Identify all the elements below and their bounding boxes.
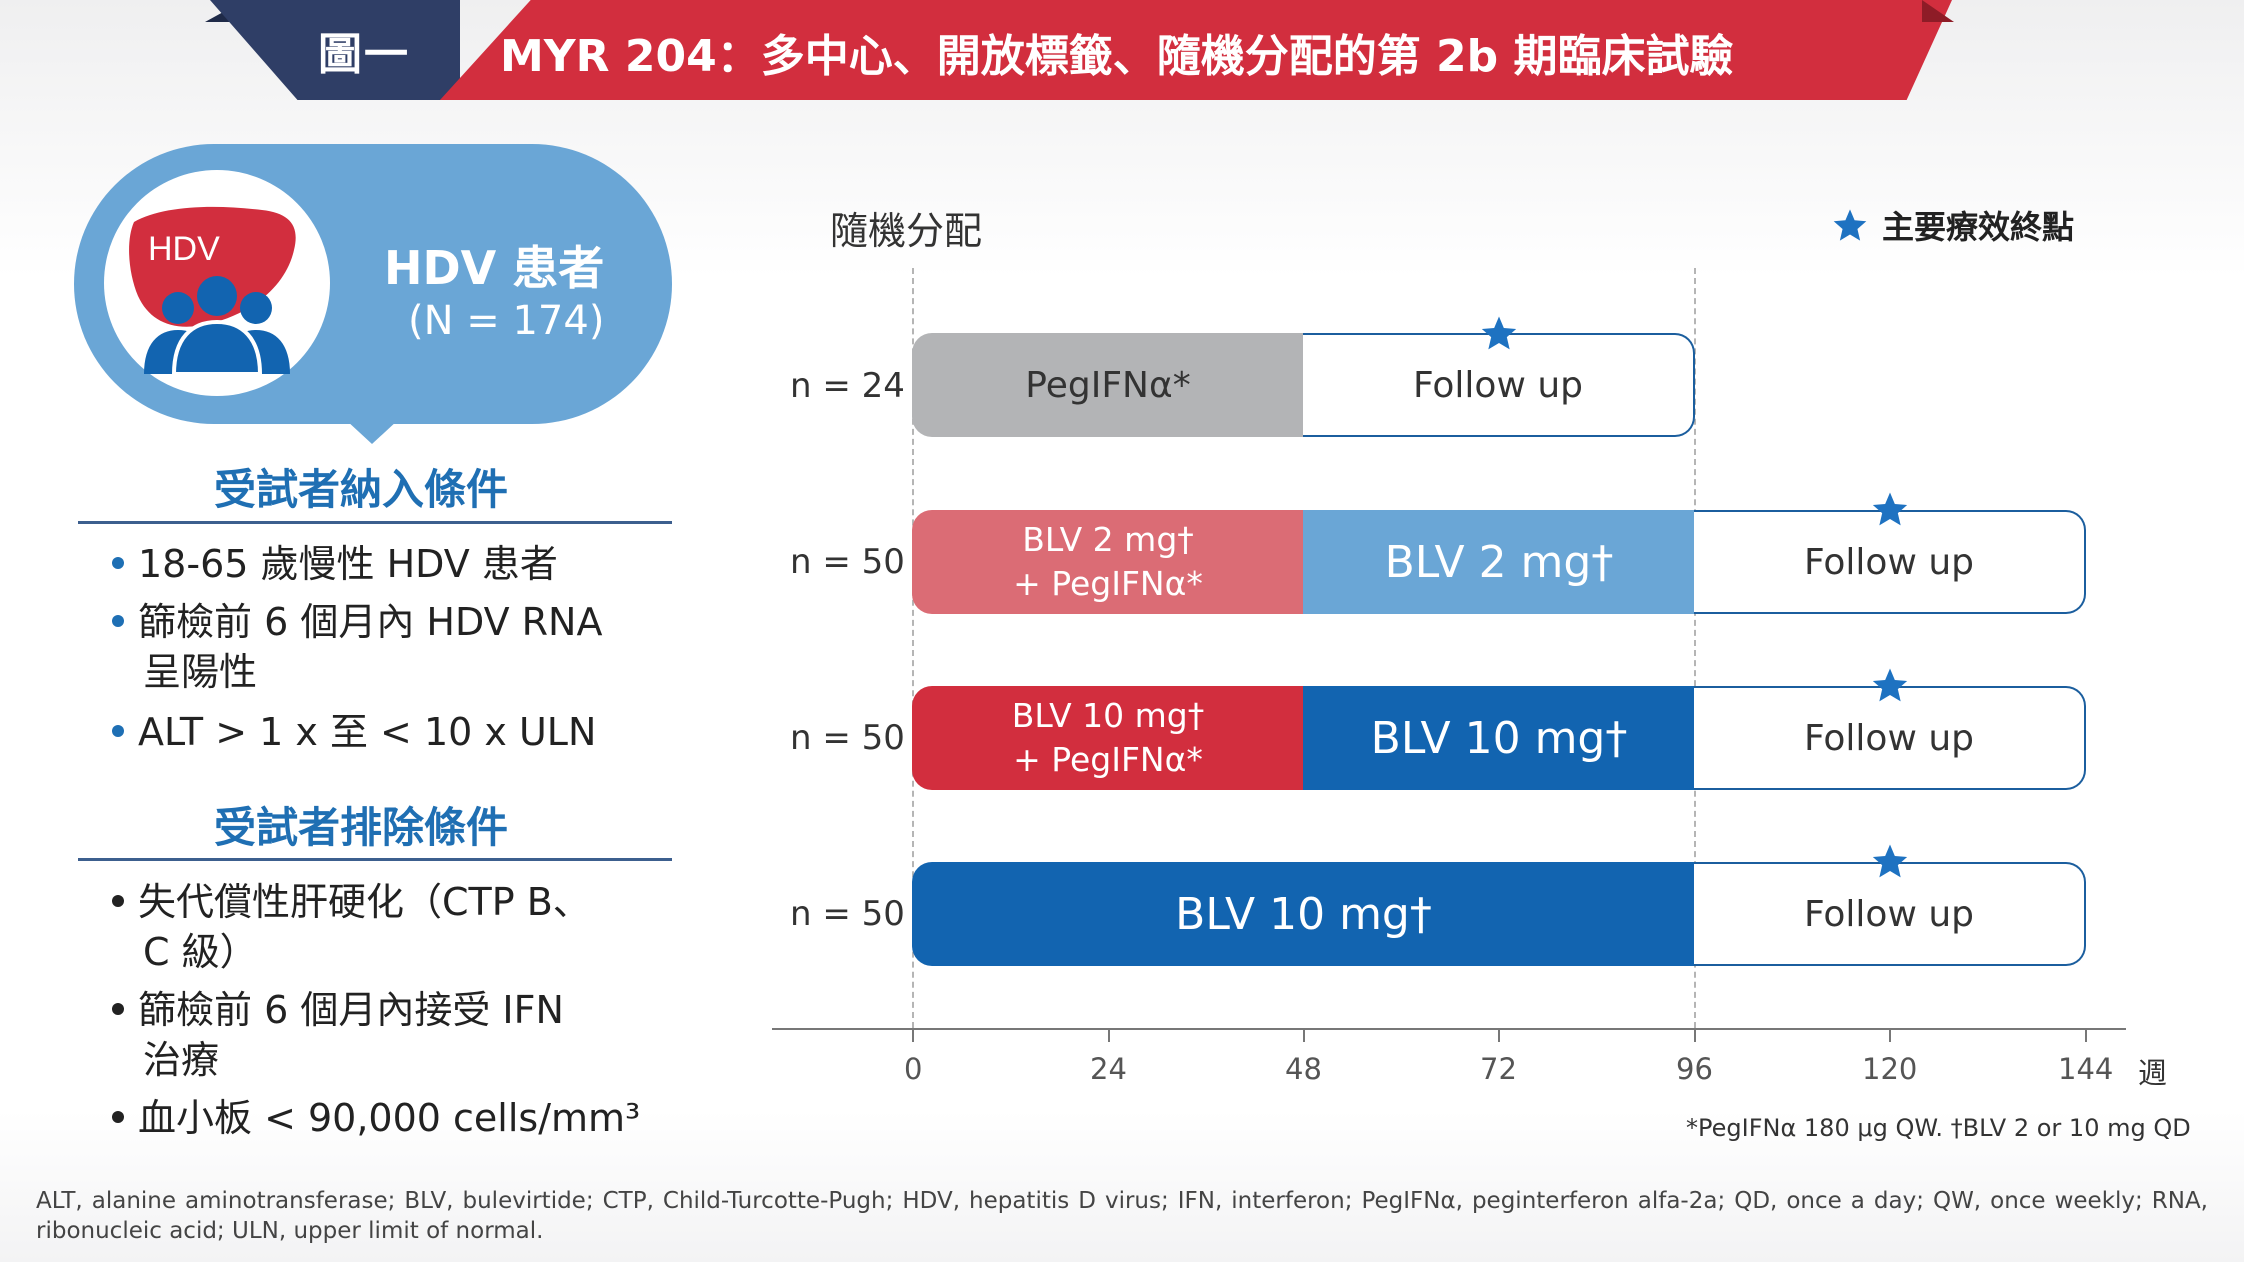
- x-tick: [1498, 1028, 1500, 1042]
- endpoint-star-icon: [1872, 492, 1908, 526]
- list-item: 失代償性肝硬化（CTP B、: [112, 878, 591, 927]
- arm-4-followup-segment: Follow up: [1694, 862, 2086, 966]
- arm-4-blv-segment: BLV 10 mg†: [912, 862, 1695, 966]
- list-item: 篩檢前 6 個月內 HDV RNA: [112, 598, 602, 647]
- x-axis-unit: 週: [2138, 1056, 2168, 1090]
- arm-1-n: n = 24: [790, 366, 905, 406]
- list-item: 血小板 < 90,000 cells/mm³: [112, 1094, 640, 1143]
- x-tick-label: 0: [904, 1052, 923, 1086]
- x-tick: [1108, 1028, 1110, 1042]
- arm-3-combo-line1: BLV 10 mg†: [1011, 696, 1205, 735]
- star-icon: [1833, 209, 1867, 241]
- x-tick: [2085, 1028, 2087, 1042]
- exclusion-list: 失代償性肝硬化（CTP B、 C 級） 篩檢前 6 個月內接受 IFN 治療 血…: [112, 878, 692, 1148]
- arm-3-n: n = 50: [790, 718, 905, 758]
- legend: 主要療效終點: [1830, 202, 2074, 248]
- arm-1-followup-segment: Follow up: [1303, 333, 1695, 437]
- inclusion-list: 18-65 歲慢性 HDV 患者 篩檢前 6 個月內 HDV RNA 呈陽性 A…: [112, 540, 692, 760]
- x-tick-label: 48: [1285, 1052, 1322, 1086]
- figure-label: 圖一: [318, 29, 410, 80]
- arm-4-n: n = 50: [790, 894, 905, 934]
- arm-1-pegifn-segment: PegIFNα*: [912, 333, 1304, 437]
- arm-3-blv-segment: BLV 10 mg†: [1303, 686, 1695, 790]
- list-item: 18-65 歲慢性 HDV 患者: [112, 540, 558, 589]
- x-tick-label: 24: [1090, 1052, 1127, 1086]
- x-tick-label: 96: [1676, 1052, 1713, 1086]
- bubble-tail: [346, 420, 398, 444]
- banner-title-bar: [440, 0, 1952, 100]
- list-item-continuation: C 級）: [143, 930, 258, 974]
- x-tick-label: 120: [1862, 1052, 1918, 1086]
- guide-line-week-0: [912, 268, 914, 1028]
- x-tick-label: 144: [2058, 1052, 2114, 1086]
- endpoint-star-icon: [1481, 316, 1517, 350]
- endpoint-star-icon: [1872, 668, 1908, 702]
- inclusion-divider: [78, 521, 672, 524]
- list-item: ALT > 1 x 至 < 10 x ULN: [112, 708, 596, 757]
- x-tick: [1694, 1028, 1696, 1042]
- arm-3-followup-segment: Follow up: [1694, 686, 2086, 790]
- list-item-continuation: 呈陽性: [143, 650, 258, 694]
- x-tick: [1303, 1028, 1305, 1042]
- exclusion-title: 受試者排除條件: [214, 803, 509, 852]
- page-title: MYR 204：多中心、開放標籤、隨機分配的第 2b 期臨床試驗: [500, 31, 1734, 82]
- x-tick-label: 72: [1480, 1052, 1517, 1086]
- patient-count: (N = 174): [408, 298, 605, 344]
- guide-line-week-96: [1694, 268, 1696, 1028]
- randomization-label: 隨機分配: [830, 209, 983, 253]
- endpoint-star-icon: [1872, 844, 1908, 878]
- exclusion-divider: [78, 858, 672, 861]
- x-tick: [912, 1028, 914, 1042]
- liver-patients-icon: HDV: [129, 206, 296, 376]
- x-tick: [1889, 1028, 1891, 1042]
- hdv-icon-label: HDV: [148, 230, 220, 268]
- arm-2-combo-line1: BLV 2 mg†: [1022, 520, 1194, 559]
- x-axis: [772, 1028, 2126, 1030]
- abbreviations-footnote: ALT, alanine aminotransferase; BLV, bule…: [36, 1188, 2208, 1244]
- inclusion-title: 受試者納入條件: [214, 465, 509, 514]
- arm-2-combo-segment: BLV 2 mg† + PegIFNα*: [912, 510, 1304, 614]
- dosage-footnote: *PegIFNα 180 μg QW. †BLV 2 or 10 mg QD: [1686, 1114, 2191, 1142]
- legend-label: 主要療效終點: [1882, 208, 2075, 246]
- arm-2-combo-line2: + PegIFNα*: [1013, 564, 1203, 603]
- patient-title: HDV 患者: [384, 241, 605, 295]
- arm-2-blv-segment: BLV 2 mg†: [1303, 510, 1695, 614]
- arm-3-combo-segment: BLV 10 mg† + PegIFNα*: [912, 686, 1304, 790]
- arm-2-n: n = 50: [790, 542, 905, 582]
- list-item: 篩檢前 6 個月內接受 IFN: [112, 986, 564, 1035]
- list-item-continuation: 治療: [143, 1038, 220, 1082]
- arm-3-combo-line2: + PegIFNα*: [1013, 740, 1203, 779]
